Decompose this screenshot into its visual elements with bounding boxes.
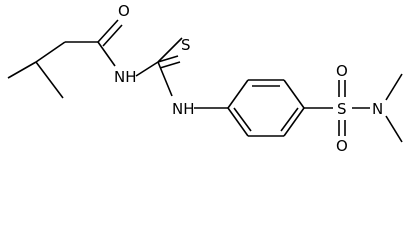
ring-bond-1: [227, 79, 249, 109]
bond-nitrogen-methyl-top: [385, 73, 403, 101]
atom-label-sulfonamide-nitrogen: N: [372, 100, 383, 118]
ring-bond-4: [283, 107, 305, 137]
bond-thiocarbonyl-sulfur-2: [159, 61, 181, 69]
bond-carbonyl-nh: [97, 41, 116, 67]
bond-nitrogen-methyl-bottom: [385, 115, 403, 143]
bond-thiocarbonyl-nh: [157, 61, 173, 97]
ring-bond-6: [227, 107, 249, 137]
bond-nh-thiocarbonyl: [135, 61, 159, 77]
atom-label-sulfonyl-oxygen-top: O: [336, 62, 348, 80]
ring-bond-3: [283, 79, 305, 109]
bond-methyl1-ch: [7, 61, 37, 79]
atom-label-sulfonyl-oxygen-bottom: O: [336, 137, 348, 155]
bond-thiocarbonyl-sulfur-1: [157, 55, 179, 63]
ring-double-2: [280, 107, 299, 132]
bond-ch-ch2: [35, 41, 66, 63]
atom-label-carbonyl-oxygen: O: [118, 2, 130, 20]
bond-carbonyl-oxygen-1: [97, 19, 119, 43]
ring-double-3: [233, 107, 252, 132]
bond-ch-methyl2: [35, 61, 64, 99]
atom-label-sulfonyl-sulfur: S: [337, 100, 347, 118]
atom-label-thiourea-nh: NH: [172, 100, 195, 118]
bond-carbonyl-oxygen-2: [102, 24, 123, 47]
bond-thiocarbonyl-sulfur-up: [157, 37, 183, 63]
atom-label-amide-nh: NH: [114, 68, 137, 86]
chemical-structure: O NH S NH S O O N: [7, 2, 403, 155]
atom-label-thione-sulfur: S: [181, 36, 191, 54]
